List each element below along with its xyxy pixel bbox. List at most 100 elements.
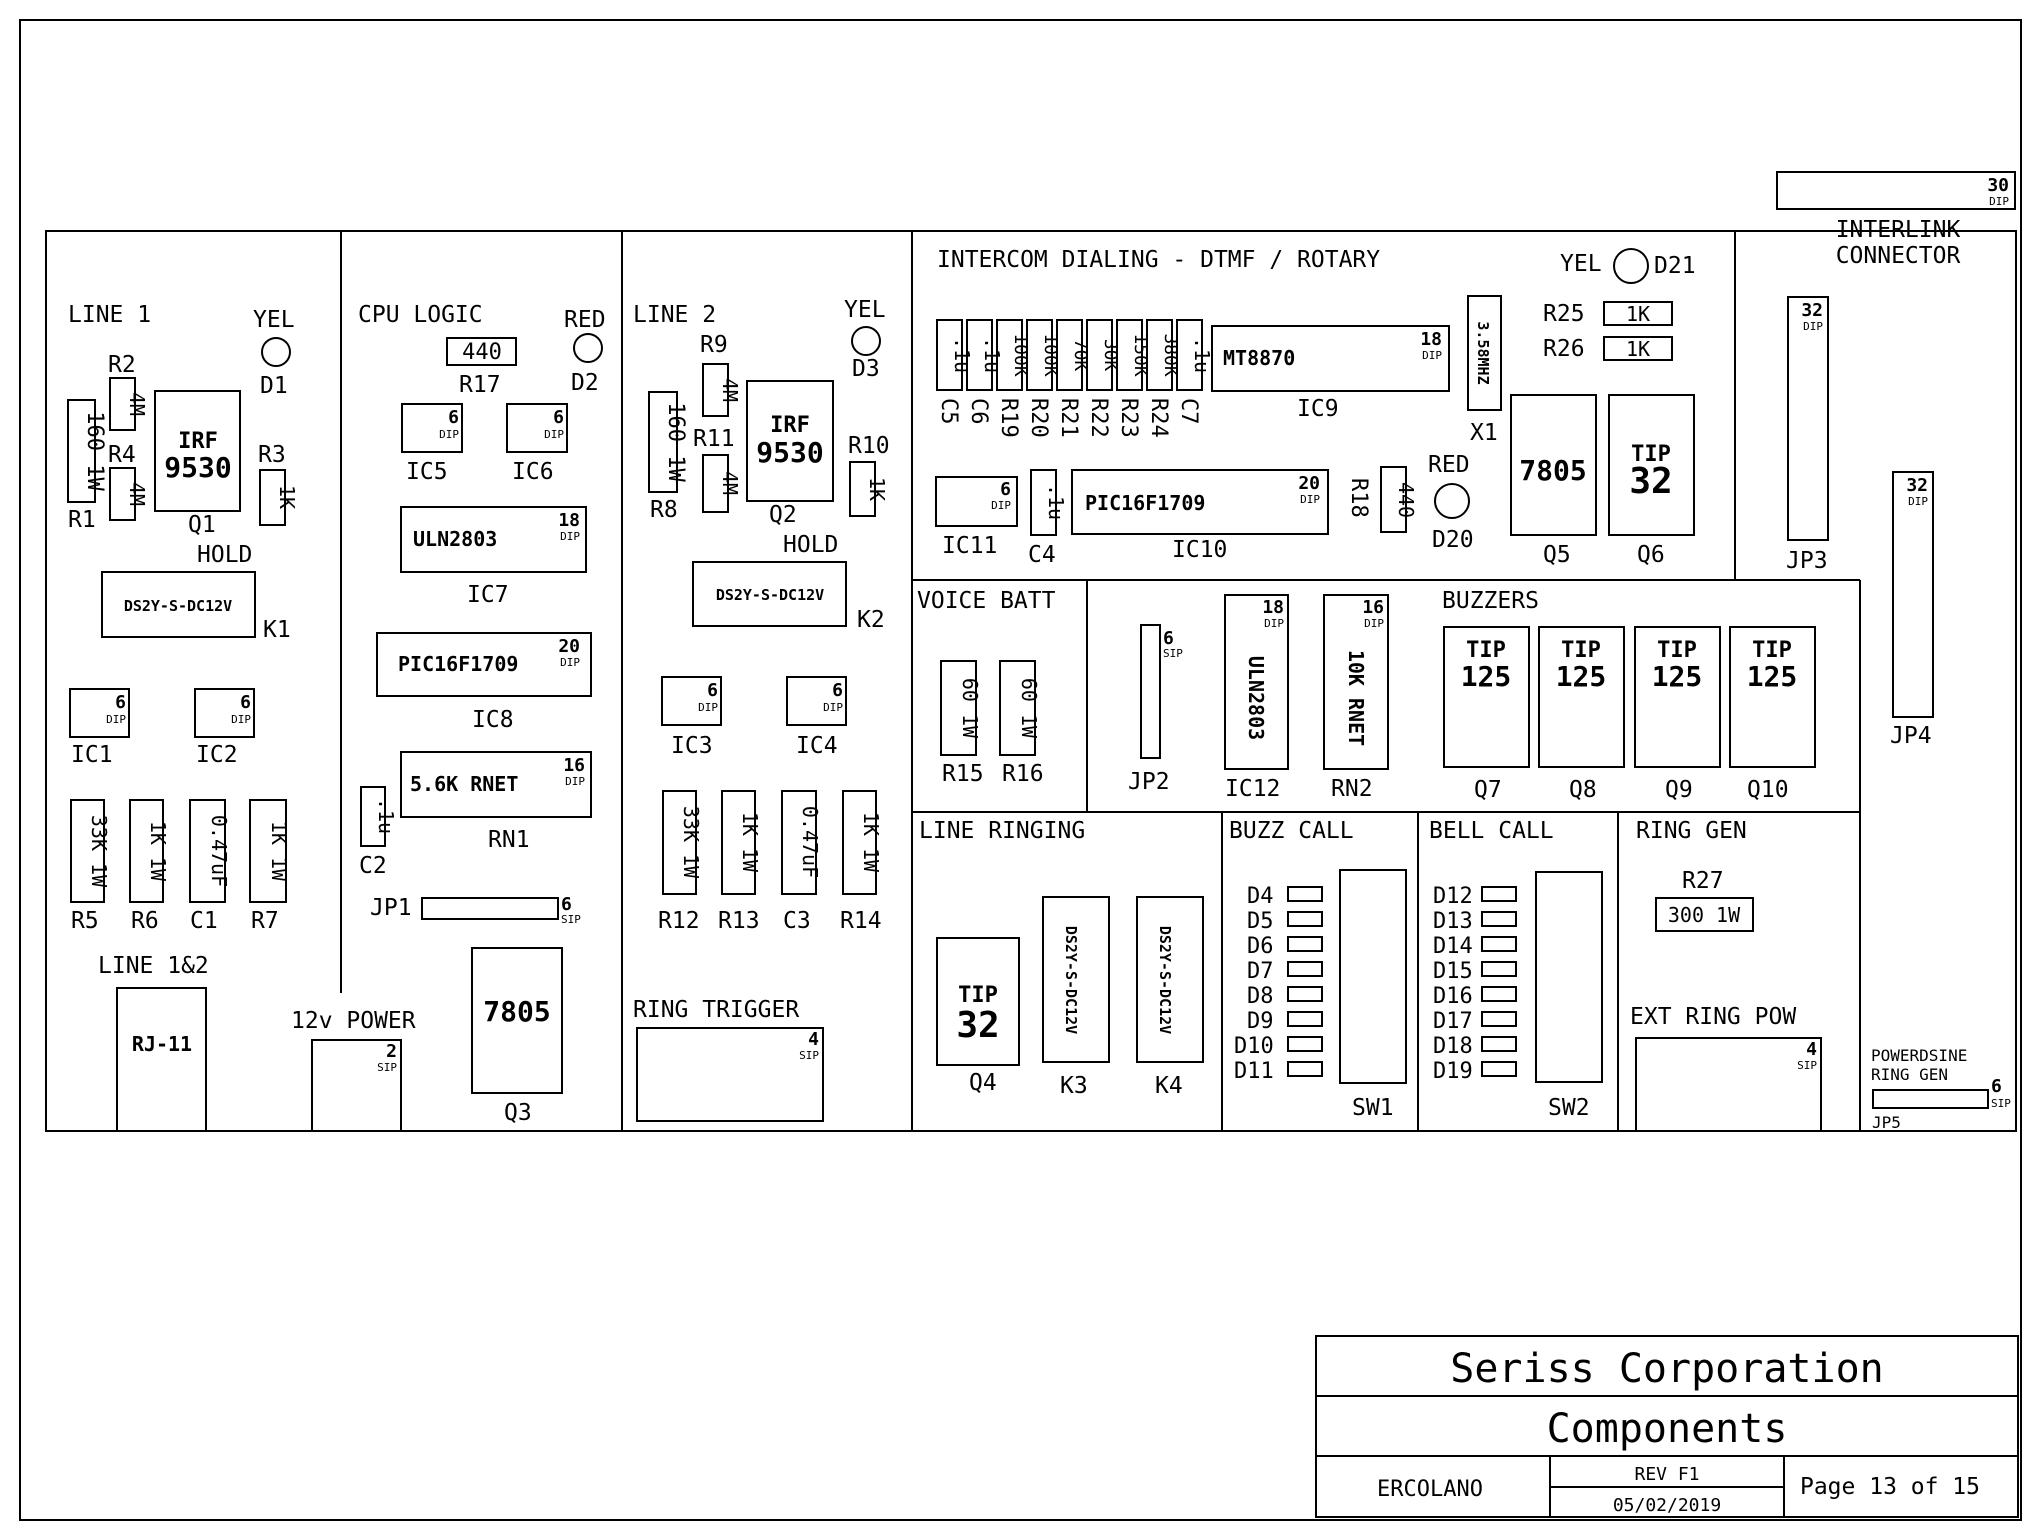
r24-label: R24 <box>1146 398 1171 438</box>
ic7-part: ULN2803 <box>413 527 497 551</box>
led-d14 <box>1481 936 1517 952</box>
led-d20-color: RED <box>1428 452 1470 478</box>
buzzers-area: 6 SIP JP2 18 DIP ULN2803 IC12 16 DIP 10K… <box>1128 594 1816 803</box>
resistor-r18 <box>1380 466 1407 533</box>
k2-hold: HOLD <box>783 532 838 558</box>
ic6-dip: DIP <box>544 428 564 441</box>
jp5-pins: 6 <box>1991 1076 2002 1097</box>
r23-label: R23 <box>1116 398 1141 438</box>
q10-type: TIP <box>1752 638 1792 663</box>
q6-type: TIP <box>1631 442 1671 467</box>
powerdsine-label-2: RING GEN <box>1871 1065 1948 1084</box>
transistor-q4 <box>936 937 1020 1066</box>
bell-call-area: D12 D13 D14 D15 D16 D17 D18 D19 SW2 <box>1433 871 1603 1121</box>
c1-value: 0.47uF <box>207 815 231 887</box>
resistor-r20 <box>1026 319 1053 391</box>
jp4-label: JP4 <box>1890 723 1932 749</box>
resistor-r19 <box>996 319 1023 391</box>
line1-area: YEL D1 R2 4M R4 4M 160 1W R1 IRF 9530 Q1… <box>67 307 299 1132</box>
connector-rj11 <box>116 987 207 1132</box>
jp3-dip: DIP <box>1803 320 1823 333</box>
resistor-r25 <box>1603 301 1673 326</box>
resistor-r15 <box>940 660 977 756</box>
q5-label: Q5 <box>1543 542 1571 568</box>
q9-type: TIP <box>1657 638 1697 663</box>
q2-type: IRF <box>770 413 810 438</box>
switch-sw2 <box>1535 871 1603 1083</box>
led-d8 <box>1287 986 1323 1002</box>
c2-value: .1u <box>374 798 398 834</box>
r18-value: 440 <box>1394 482 1418 518</box>
jp3-pins: 32 <box>1801 300 1823 321</box>
d8-label: D8 <box>1247 984 1274 1009</box>
resistor-r8 <box>648 391 678 493</box>
k4-label: K4 <box>1155 1073 1183 1099</box>
led-d6 <box>1287 936 1323 952</box>
ic8-pins: 20 <box>558 636 580 657</box>
relay-k3 <box>1042 896 1110 1063</box>
d7-label: D7 <box>1247 959 1274 984</box>
c3-label: C3 <box>783 908 811 934</box>
ic9-part: MT8870 <box>1223 346 1295 370</box>
c1-label: C1 <box>190 908 218 934</box>
led-d18 <box>1481 1036 1517 1052</box>
ic11-dip: DIP <box>991 499 1011 512</box>
capacitor-c1 <box>189 799 226 903</box>
connector-interlink <box>1776 171 2016 210</box>
ic1-dip: DIP <box>106 713 126 726</box>
led-d4 <box>1287 886 1323 902</box>
jp2-label: JP2 <box>1128 769 1170 795</box>
c7-value: .1u <box>1190 337 1214 373</box>
led-d11 <box>1287 1061 1323 1077</box>
led-d2-color: RED <box>564 307 606 333</box>
ic8-part: PIC16F1709 <box>398 652 518 676</box>
c6-value: .1u <box>980 337 1004 373</box>
bell-call-leds: D12 D13 D14 D15 D16 D17 D18 D19 <box>1433 884 1517 1084</box>
ic7-pins: 18 <box>558 510 580 531</box>
q4-label: Q4 <box>969 1070 997 1096</box>
ic-ic12 <box>1224 594 1289 770</box>
ic6-pins: 6 <box>553 407 564 428</box>
c4-label: C4 <box>1028 542 1056 568</box>
led-d12 <box>1481 886 1517 902</box>
c5-label: C5 <box>936 398 961 425</box>
q9-num: 125 <box>1652 660 1703 693</box>
rn1-pins: 16 <box>563 755 585 776</box>
jp1-label: JP1 <box>370 895 412 921</box>
jp1-pins: 6 <box>561 894 572 915</box>
capacitor-c5 <box>936 319 963 391</box>
d16-label: D16 <box>1433 984 1473 1009</box>
k1-label: K1 <box>263 617 291 643</box>
buzz-call-leds: D4 D5 D6 D7 D8 D9 D10 D11 <box>1234 884 1323 1084</box>
connector-ext-ring <box>1635 1037 1822 1132</box>
revision: REV F1 <box>1634 1464 1699 1485</box>
ic-ic3 <box>661 676 722 726</box>
r19-label: R19 <box>996 398 1021 438</box>
led-d9 <box>1287 1011 1323 1027</box>
r10-label: R10 <box>848 433 890 459</box>
section-line-ringing: LINE RINGING <box>919 818 1085 844</box>
r12-value: 33K 1W <box>679 806 703 879</box>
ic3-dip: DIP <box>698 701 718 714</box>
ic9-label: IC9 <box>1297 396 1339 422</box>
resistor-r26 <box>1603 336 1673 361</box>
ring-trigger-pins: 4 <box>808 1029 819 1050</box>
q10-num: 125 <box>1747 660 1798 693</box>
ic12-label: IC12 <box>1225 776 1280 802</box>
cpu-area: RED D2 440 R17 6 DIP IC5 6 DIP IC6 ULN28… <box>311 307 606 1132</box>
r3-value: 1K <box>275 485 299 509</box>
crystal-x1 <box>1467 295 1502 411</box>
q4-num: 32 <box>956 1005 999 1046</box>
ic-ic9 <box>1211 325 1450 392</box>
led-d7 <box>1287 961 1323 977</box>
q1-label: Q1 <box>188 512 216 538</box>
r11-value: 4M <box>718 471 742 495</box>
section-line2: LINE 2 <box>633 302 716 328</box>
transistor-q6 <box>1608 394 1695 536</box>
rnet-rn2 <box>1323 594 1389 770</box>
jp5-label: JP5 <box>1872 1113 1901 1132</box>
ic12-part: ULN2803 <box>1244 656 1268 740</box>
d20-label: D20 <box>1432 527 1474 553</box>
resistor-r3 <box>259 469 286 526</box>
resistor-r7 <box>249 799 287 903</box>
